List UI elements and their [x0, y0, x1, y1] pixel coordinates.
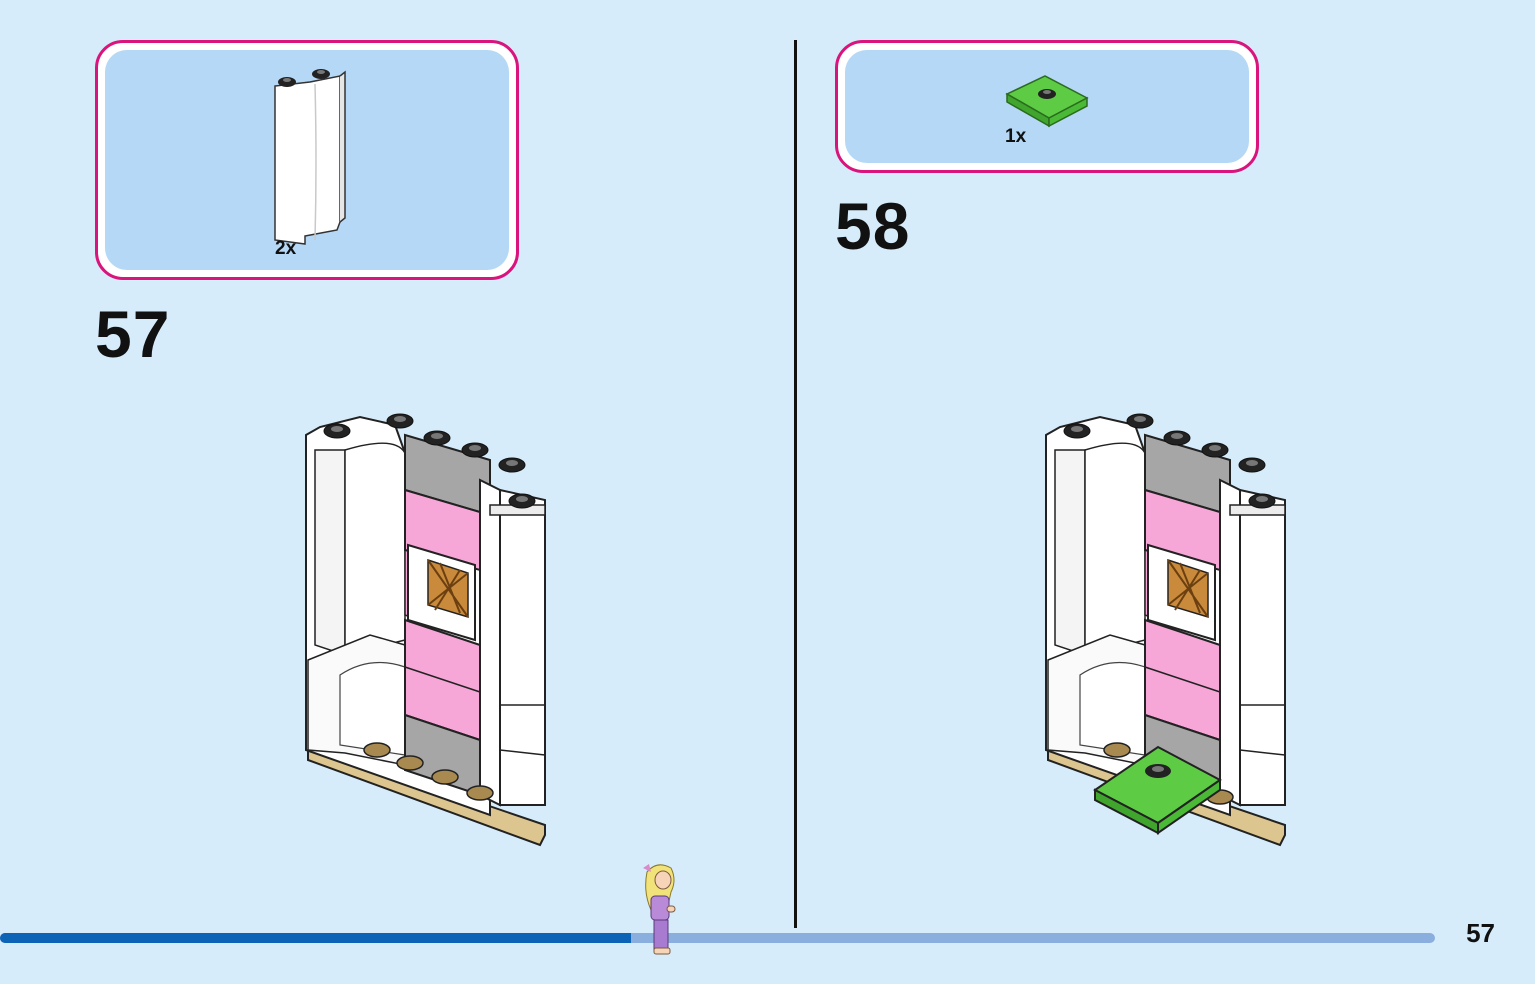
parts-callout-panel: 1x — [845, 50, 1249, 163]
tower-build-step-58-illustration — [1045, 413, 1286, 847]
step-number: 58 — [835, 189, 911, 263]
page-number: 57 — [1466, 918, 1495, 948]
minidoll-figure-icon — [643, 864, 676, 955]
parts-callout-panel: 2x — [105, 50, 509, 270]
parts-callout-step-58: 1x — [835, 40, 1259, 173]
green-tile-with-stud-icon — [1005, 75, 1089, 128]
tower-build-step-57-illustration — [305, 413, 546, 847]
parts-quantity: 1x — [1005, 126, 1027, 147]
step-number: 57 — [95, 297, 171, 371]
progress-bar — [0, 933, 1435, 943]
parts-quantity: 2x — [275, 238, 297, 259]
white-curved-panel-icon — [274, 69, 346, 245]
parts-callout-step-57: 2x — [95, 40, 519, 280]
progress-bar-fill — [0, 933, 632, 943]
step-divider — [794, 40, 797, 928]
